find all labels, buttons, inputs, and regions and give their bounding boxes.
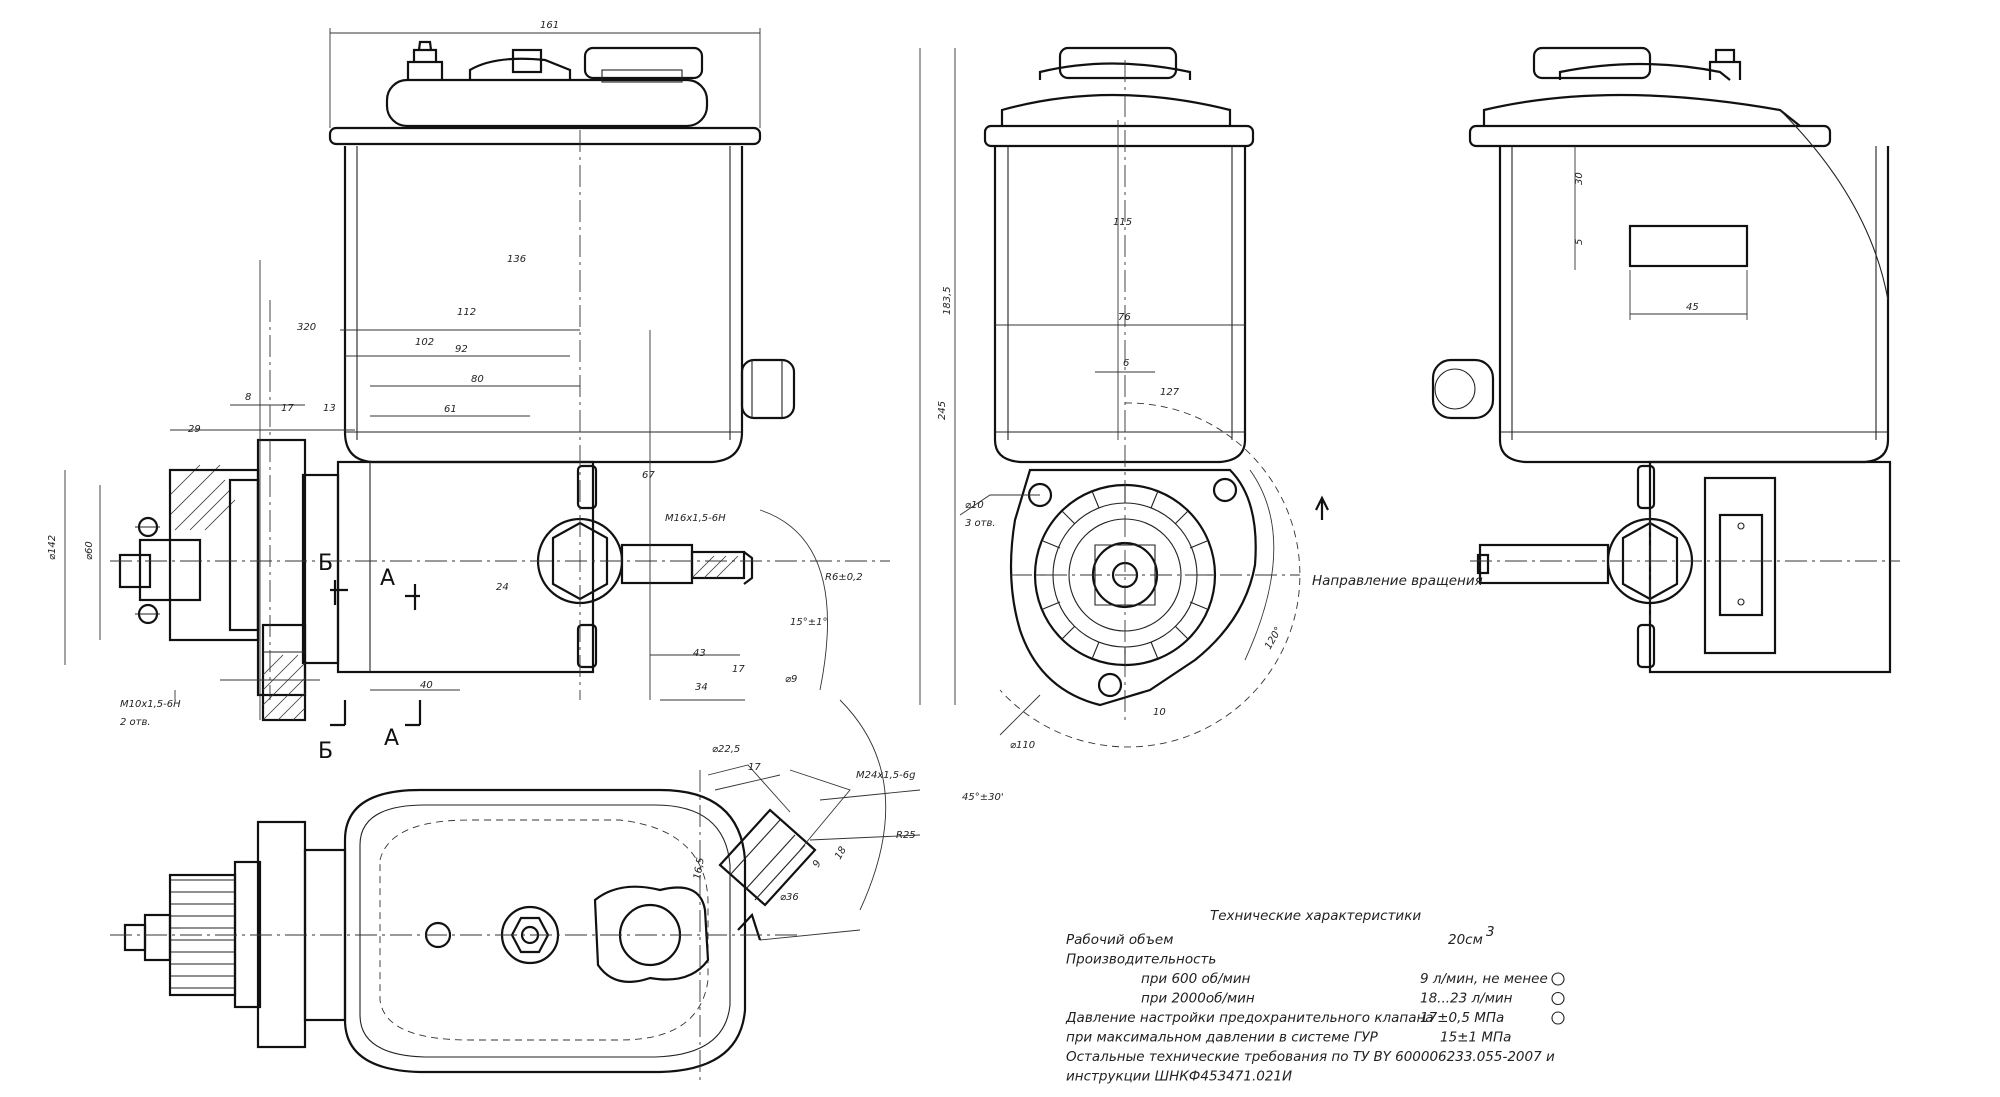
dim-top-18: 18 [833,845,849,862]
spec-value: 20см [1448,932,1483,948]
dim-top-angle: 45°±30' [962,792,1004,803]
dim-102: 102 [415,337,434,348]
spec-label: Давление настройки предохранительного кл… [1065,1010,1434,1026]
dim-24: 24 [496,582,509,593]
spec-mark-circle-icon [1551,972,1565,986]
spec-value: 17±0,5 МПа [1420,1010,1504,1026]
dim-overall-width: 161 [540,20,559,31]
spec-mark-circle-icon [1551,1011,1565,1025]
dim-port-diameter: ⌀22,5 [712,744,740,755]
dim-8: 8 [245,392,251,403]
section-mark-a-bottom: А [384,726,399,751]
dim-height-tank: 183,5 [942,286,953,315]
dim-hole-d9: ⌀9 [785,674,797,685]
dim-top-r25: R25 [896,830,916,841]
dim-40: 40 [420,680,433,691]
dim-76: 76 [1118,312,1131,323]
dim-holes: ⌀10 [965,500,984,511]
dim-tank-inner: 136 [507,254,526,265]
section-mark-b-bottom: Б [318,739,333,764]
spec-label: при 2000об/мин [1141,991,1255,1007]
dim-flange-d1: ⌀142 [47,535,58,560]
dim-127: 127 [1160,387,1180,398]
spec-value-superscript: 3 [1486,924,1495,940]
specs-title: Технические характеристики [1210,908,1421,924]
thread-mount-count: 2 отв. [120,717,151,728]
dim-circle-d: ⌀110 [1010,740,1035,751]
dim-top-d36: ⌀36 [780,892,799,903]
dim-right-45: 45 [1686,302,1699,313]
spec-label: инструкции ШНКФ453471.021И [1066,1069,1292,1085]
right-view [1431,46,1900,674]
dim-top-17: 17 [748,762,761,773]
dim-115: 115 [1113,217,1132,228]
dim-10: 10 [1153,707,1166,718]
dim-29: 29 [188,424,201,435]
specifications: Технические характеристики Рабочий объем… [1065,908,1565,1085]
dim-radius: R6±0,2 [825,572,863,583]
dim-13: 13 [323,403,336,414]
dim-17b: 17 [732,664,745,675]
dim-61: 61 [444,404,457,415]
spec-label: Рабочий объем [1066,932,1173,948]
dim-34: 34 [695,682,708,693]
side-view [919,46,1329,748]
dim-top-9: 9 [811,858,824,869]
dim-angle-120: 120° [1263,625,1285,651]
spec-label: при 600 об/мин [1141,971,1251,987]
dim-320: 320 [297,322,316,333]
top-view [110,699,921,1080]
dim-6: 6 [1123,358,1129,369]
thread-mount: M10х1,5-6H [120,699,181,710]
front-hatch [169,464,306,721]
front-view [64,28,890,727]
dimension-labels: 161 136 112 92 102 80 61 320 29 8 17 13 … [47,20,1699,903]
dim-right-30: 30 [1574,172,1585,185]
dim-height-total: 245 [937,401,948,420]
spec-value: 18...23 л/мин [1420,991,1513,1007]
dim-112: 112 [457,307,476,318]
dim-80: 80 [471,374,484,385]
dim-right-5: 5 [1574,239,1585,245]
spline-ridges [170,879,235,989]
spec-mark-circle-icon [1551,991,1565,1006]
dim-angle: 15°±1° [790,617,827,628]
dim-92: 92 [455,344,468,355]
dim-top-16-5: 16,5 [692,857,707,881]
dim-17: 17 [281,403,294,414]
spec-label: Остальные технические требования по ТУ B… [1066,1049,1555,1065]
spec-label: при максимальном давлении в системе ГУР [1066,1030,1379,1046]
section-mark-b-top: Б [318,551,333,576]
spec-value: 9 л/мин, не менее [1420,971,1548,987]
spec-value: 15±1 МПа [1440,1030,1511,1046]
dim-flange-d2: ⌀60 [84,541,95,560]
section-mark-a-top: А [380,566,395,591]
rotation-direction-label: Направление вращения [1312,573,1483,589]
thread-outlet: M16х1,5-6H [665,513,726,524]
thread-port: M24х1,5-6g [856,770,916,781]
spec-label: Производительность [1066,952,1216,968]
dim-43: 43 [693,648,706,659]
dim-holes-count: 3 отв. [965,518,996,529]
dim-67: 67 [642,470,655,481]
